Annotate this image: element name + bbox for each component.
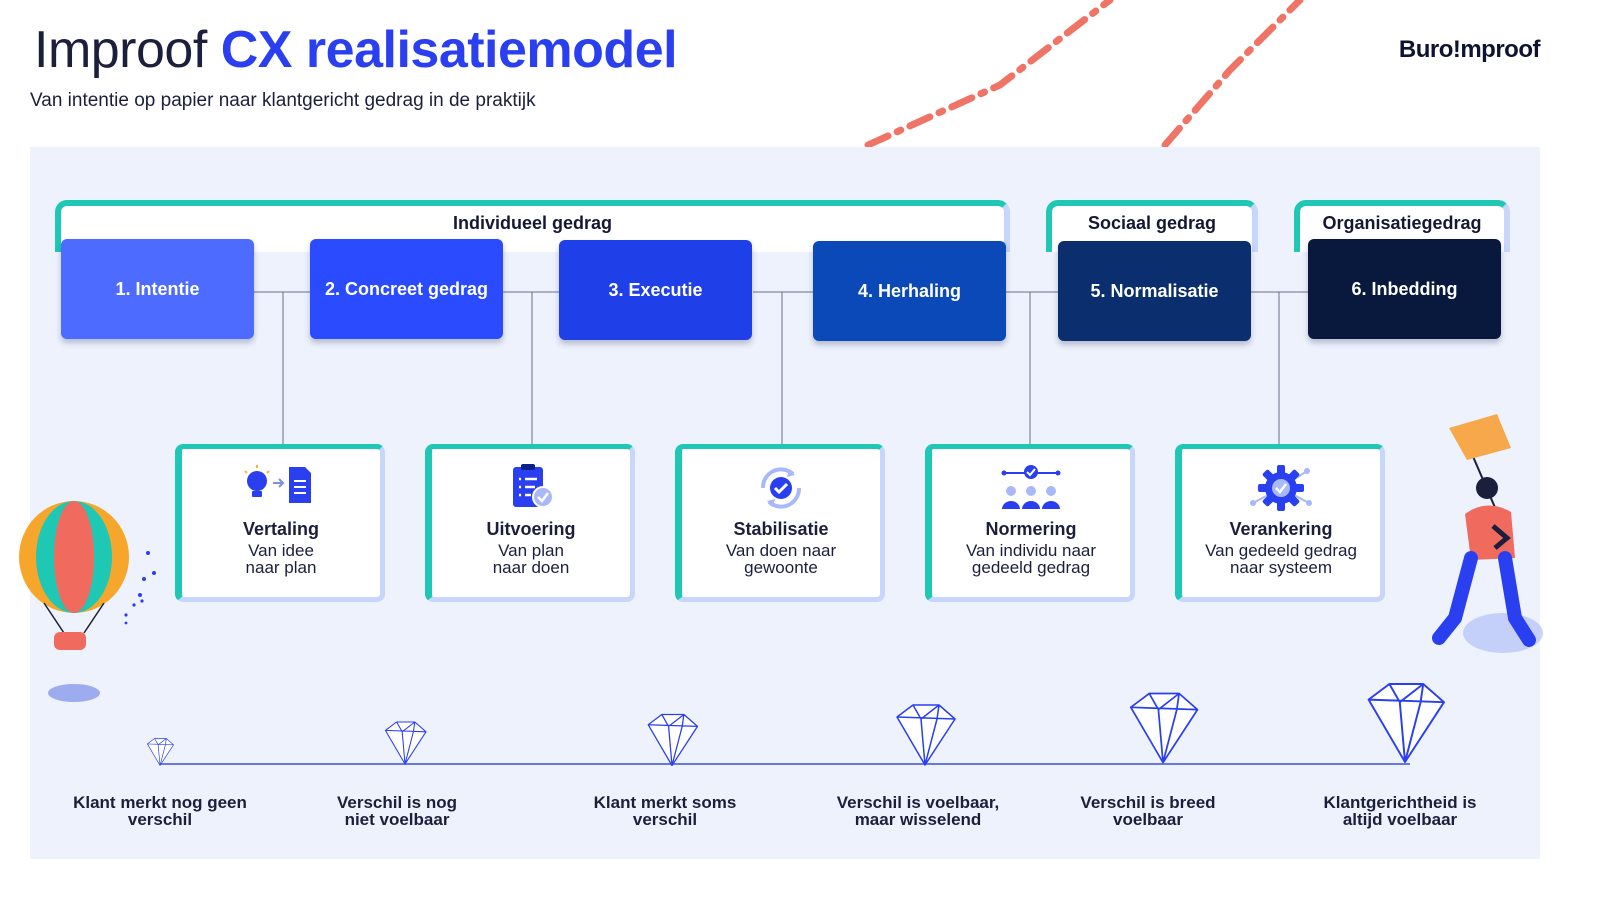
step-concreet-gedrag: 2. Concreet gedrag (310, 239, 503, 339)
step-intentie: 1. Intentie (61, 239, 254, 339)
card-title: Stabilisatie (733, 519, 829, 539)
step-executie: 3. Executie (559, 240, 752, 340)
clipboard-check-icon (513, 464, 554, 508)
title-plain: Improof (34, 21, 207, 79)
page-subtitle: Van intentie op papier naar klantgericht… (30, 90, 536, 111)
diamond-icon (1129, 692, 1199, 764)
card-title: Verankering (1229, 519, 1333, 539)
milestone-4: Verschil is voelbaar,maar wisselend (836, 793, 1000, 829)
dashed-path-decoration (864, 0, 1304, 149)
cycle-check-icon (760, 467, 802, 509)
diamond-icon (384, 721, 427, 765)
card-title: Normering (985, 519, 1077, 539)
card-title: Vertaling (242, 519, 320, 539)
diamond-icon (647, 713, 699, 767)
person-with-flag-illustration (1432, 414, 1543, 653)
step-normalisatie: 5. Normalisatie (1058, 241, 1251, 341)
buro-improof-logo: Buro!mproof (1398, 36, 1541, 63)
group-network-icon (1001, 465, 1061, 509)
hot-air-balloon-illustration (19, 501, 156, 702)
gear-network-icon (1250, 465, 1312, 511)
lightbulb-document-icon (244, 465, 311, 503)
diamond-icon (896, 704, 956, 766)
title-highlight: CX realisatiemodel (220, 21, 678, 79)
card-title: Uitvoering (486, 519, 576, 539)
step-herhaling: 4. Herhaling (813, 241, 1006, 341)
page-title: Improof CX realisatiemodel (34, 18, 678, 82)
step-inbedding: 6. Inbedding (1308, 239, 1501, 339)
diamond-icon (1367, 683, 1445, 763)
diamond-icon (147, 738, 174, 766)
